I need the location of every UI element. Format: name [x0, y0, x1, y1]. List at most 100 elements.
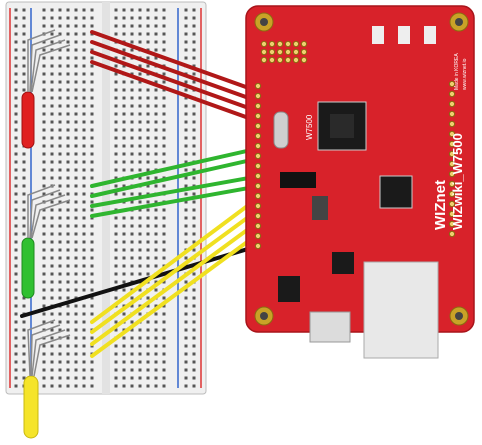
breadboard-hole [114, 168, 118, 172]
breadboard-hole [184, 80, 188, 84]
breadboard-hole [74, 200, 78, 204]
breadboard-hole [42, 208, 46, 212]
breadboard-hole [74, 280, 78, 284]
breadboard-hole [146, 152, 150, 156]
component-block [312, 196, 328, 220]
breadboard-hole [74, 304, 78, 308]
breadboard-hole [74, 288, 78, 292]
breadboard-hole [50, 120, 54, 124]
breadboard-hole [162, 224, 166, 228]
breadboard-hole [154, 224, 158, 228]
breadboard-hole [162, 360, 166, 364]
breadboard-hole [146, 168, 150, 172]
breadboard-hole [66, 360, 70, 364]
breadboard-hole [66, 248, 70, 252]
breadboard-hole [162, 128, 166, 132]
breadboard-hole [90, 344, 94, 348]
breadboard-hole [82, 384, 86, 388]
breadboard-hole [138, 216, 142, 220]
breadboard-hole [192, 320, 196, 324]
breadboard-hole [146, 376, 150, 380]
header-pin [276, 48, 284, 56]
breadboard-hole [66, 288, 70, 292]
breadboard-hole [192, 144, 196, 148]
breadboard-hole [146, 200, 150, 204]
breadboard-hole [146, 240, 150, 244]
breadboard-hole [50, 64, 54, 68]
breadboard-hole [50, 24, 54, 28]
breadboard-hole [154, 136, 158, 140]
breadboard-hole [154, 352, 158, 356]
breadboard-hole [90, 24, 94, 28]
header-pin [276, 40, 284, 48]
breadboard-hole [90, 296, 94, 300]
breadboard-hole [130, 272, 134, 276]
header-pin [448, 180, 456, 188]
breadboard-hole [192, 64, 196, 68]
breadboard-hole [58, 296, 62, 300]
breadboard-hole [90, 232, 94, 236]
breadboard-hole [162, 232, 166, 236]
breadboard-hole [138, 16, 142, 20]
breadboard-hole [90, 304, 94, 308]
header-pin [284, 56, 292, 64]
breadboard-hole [58, 240, 62, 244]
breadboard-hole [58, 256, 62, 260]
breadboard-hole [146, 16, 150, 20]
breadboard-hole [14, 160, 18, 164]
breadboard-hole [50, 264, 54, 268]
breadboard-hole [130, 128, 134, 132]
breadboard-hole [50, 280, 54, 284]
breadboard-hole [42, 264, 46, 268]
breadboard-hole [154, 336, 158, 340]
breadboard-hole [58, 8, 62, 12]
breadboard-hole [58, 112, 62, 116]
breadboard-hole [154, 384, 158, 388]
breadboard-hole [58, 248, 62, 252]
breadboard-hole [114, 184, 118, 188]
breadboard-hole [58, 80, 62, 84]
header-pin [254, 242, 262, 250]
breadboard-hole [66, 40, 70, 44]
breadboard-hole [90, 312, 94, 316]
breadboard-hole [146, 248, 150, 252]
breadboard-hole [58, 32, 62, 36]
breadboard-hole [50, 216, 54, 220]
breadboard-hole [22, 224, 26, 228]
breadboard-hole [82, 144, 86, 148]
breadboard-hole [114, 136, 118, 140]
breadboard-hole [162, 136, 166, 140]
breadboard-hole [146, 88, 150, 92]
breadboard-hole [42, 232, 46, 236]
breadboard-hole [22, 336, 26, 340]
breadboard-hole [14, 312, 18, 316]
breadboard-hole [154, 88, 158, 92]
breadboard-hole [184, 376, 188, 380]
breadboard-hole [130, 224, 134, 228]
breadboard-hole [130, 16, 134, 20]
breadboard-hole [22, 352, 26, 356]
breadboard-hole [42, 184, 46, 188]
breadboard-hole [14, 320, 18, 324]
breadboard-hole [66, 280, 70, 284]
breadboard-hole [114, 16, 118, 20]
breadboard-hole [130, 248, 134, 252]
breadboard-hole [58, 200, 62, 204]
breadboard-hole [154, 256, 158, 260]
breadboard-hole [42, 88, 46, 92]
breadboard-hole [22, 360, 26, 364]
breadboard-hole [130, 200, 134, 204]
breadboard-hole [74, 8, 78, 12]
header-pin [254, 152, 262, 160]
breadboard-hole [42, 176, 46, 180]
header-pin [292, 56, 300, 64]
breadboard-hole [82, 104, 86, 108]
breadboard-hole [66, 152, 70, 156]
breadboard-hole [146, 24, 150, 28]
breadboard-hole [122, 192, 126, 196]
breadboard-hole [14, 232, 18, 236]
breadboard-hole [66, 88, 70, 92]
breadboard-hole [90, 16, 94, 20]
breadboard-hole [90, 144, 94, 148]
breadboard-hole [42, 376, 46, 380]
